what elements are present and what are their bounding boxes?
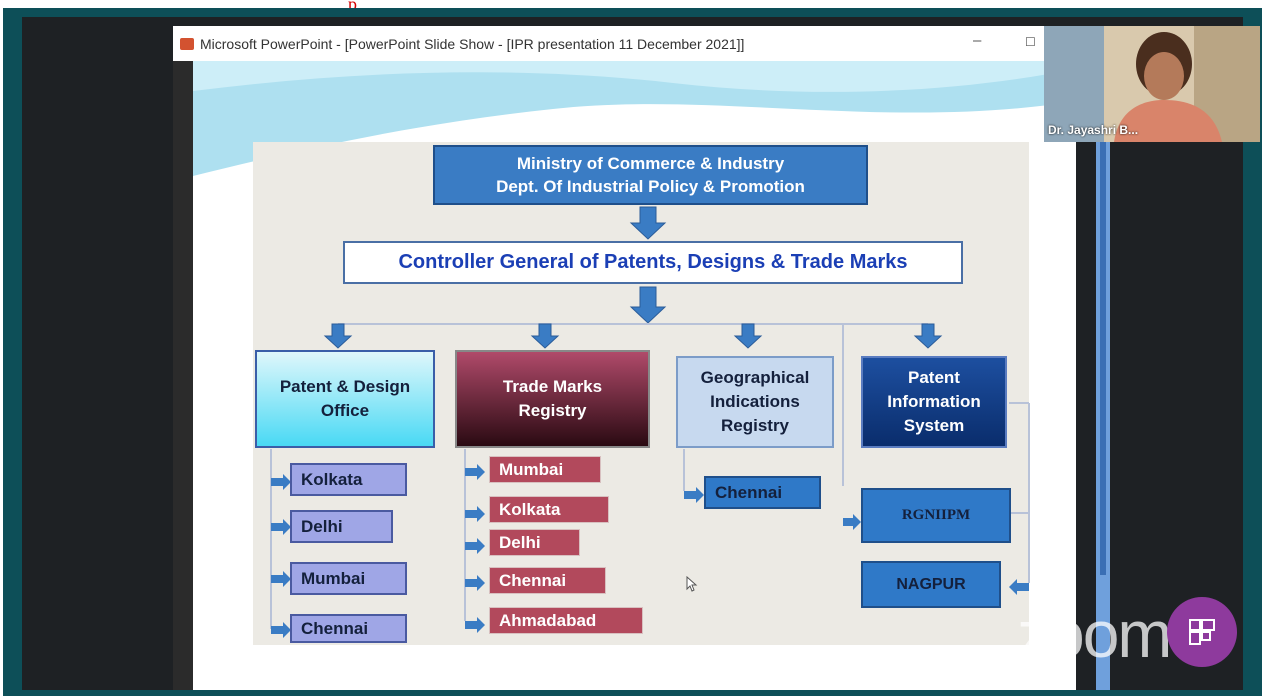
participant-video xyxy=(1044,26,1260,142)
patent-information-system-box: Patent Information System xyxy=(861,356,1007,448)
patent-city-box: Chennai xyxy=(290,614,407,643)
rgniipm-box: RGNIIPM xyxy=(861,488,1011,543)
trademark-city-box: Delhi xyxy=(489,529,580,556)
powerpoint-icon xyxy=(180,37,194,50)
trade-marks-registry-box: Trade Marks Registry xyxy=(455,350,650,448)
zoom-watermark: zoom xyxy=(1017,597,1172,671)
office-label: Indications xyxy=(710,392,800,411)
office-label: Registry xyxy=(518,401,587,420)
nagpur-box: NAGPUR xyxy=(861,561,1001,608)
trademark-city-box: Ahmadabad xyxy=(489,607,643,634)
window-title: Microsoft PowerPoint - [PowerPoint Slide… xyxy=(200,35,745,52)
gi-city-box: Chennai xyxy=(704,476,821,509)
geographical-indications-box: Geographical Indications Registry xyxy=(676,356,834,448)
scrollbar-thumb[interactable] xyxy=(1100,55,1106,575)
powerpoint-window: Microsoft PowerPoint - [PowerPoint Slide… xyxy=(173,26,1076,690)
trademark-city-box: Chennai xyxy=(489,567,606,594)
powerpoint-titlebar: Microsoft PowerPoint - [PowerPoint Slide… xyxy=(173,26,1076,61)
ministry-box: Ministry of Commerce & Industry Dept. Of… xyxy=(433,145,868,205)
office-label: Geographical xyxy=(700,368,810,387)
office-label: Registry xyxy=(720,416,790,435)
participant-name: Dr. Jayashri B... xyxy=(1048,123,1139,137)
patent-city-box: Kolkata xyxy=(290,463,407,496)
mouse-cursor-icon xyxy=(686,576,698,592)
office-label: Trade Marks xyxy=(502,377,603,396)
controller-general-box: Controller General of Patents, Designs &… xyxy=(343,241,963,284)
office-label: Patent xyxy=(908,368,960,387)
office-label: System xyxy=(903,416,965,435)
office-label: Office xyxy=(320,401,370,420)
cropped-text-fragment: p xyxy=(348,0,357,14)
zoom-app-icon-glyph xyxy=(1189,619,1215,645)
participant-video-thumbnail[interactable]: Dr. Jayashri B... xyxy=(1044,26,1260,142)
maximize-button[interactable]: ☐ xyxy=(1025,35,1036,49)
presentation-slide: Ministry of Commerce & Industry Dept. Of… xyxy=(193,61,1076,690)
office-label: Patent & Design xyxy=(279,377,411,396)
org-chart-connectors xyxy=(270,206,1030,638)
minimize-button[interactable]: – xyxy=(973,32,982,49)
ministry-line-1: Ministry of Commerce & Industry xyxy=(516,154,785,173)
trademark-city-box: Mumbai xyxy=(489,456,601,483)
patent-city-box: Mumbai xyxy=(290,562,407,595)
ministry-line-2: Dept. Of Industrial Policy & Promotion xyxy=(496,177,805,196)
patent-city-box: Delhi xyxy=(290,510,393,543)
office-label: Information xyxy=(887,392,981,411)
slide-left-edge xyxy=(173,61,193,690)
patent-design-office-box: Patent & Design Office xyxy=(255,350,435,448)
trademark-city-box: Kolkata xyxy=(489,496,609,523)
